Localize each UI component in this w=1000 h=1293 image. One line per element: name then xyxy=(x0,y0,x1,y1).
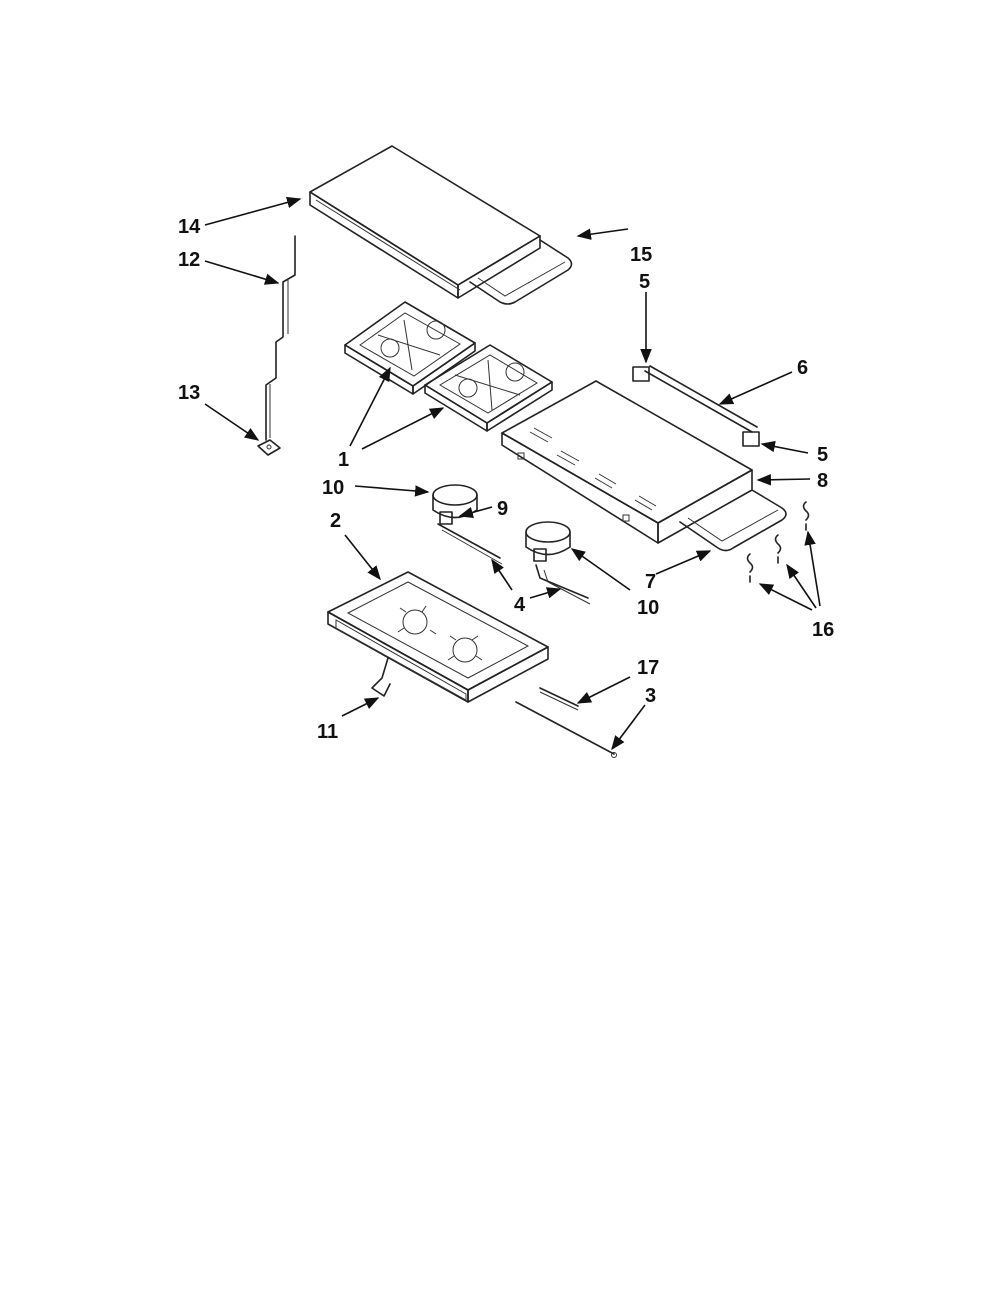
leader-lines xyxy=(204,196,821,751)
rod-long-part xyxy=(515,701,617,758)
callout-1: 1 xyxy=(338,449,349,471)
callout-11: 11 xyxy=(317,721,338,743)
callout-9: 9 xyxy=(497,498,508,520)
grate-right-part xyxy=(424,344,553,432)
callout-5-bottom: 5 xyxy=(817,444,828,466)
callout-15: 15 xyxy=(630,244,652,266)
front-handle-part xyxy=(679,489,787,552)
callout-2: 2 xyxy=(330,510,341,532)
end-cap-bottom-part xyxy=(742,431,760,447)
burner-box-part xyxy=(501,380,753,544)
callout-6: 6 xyxy=(797,357,808,379)
seal-strip-part xyxy=(265,235,296,441)
callout-labels: 14 12 13 15 5 6 5 8 1 10 9 2 4 10 7 16 1… xyxy=(178,216,834,743)
callout-17: 17 xyxy=(637,657,659,679)
cover-lid-part xyxy=(309,145,541,299)
callout-7: 7 xyxy=(645,571,656,593)
grate-left-part xyxy=(344,301,476,395)
callout-5-top: 5 xyxy=(639,271,650,293)
burner-base-part xyxy=(327,571,549,703)
hook-parts xyxy=(746,501,810,583)
rod-short-part xyxy=(539,687,579,711)
clip-part xyxy=(257,439,281,456)
callout-12: 12 xyxy=(178,249,200,271)
callout-3: 3 xyxy=(645,685,656,707)
callout-8: 8 xyxy=(817,470,828,492)
callout-14: 14 xyxy=(178,216,201,238)
valve-right-part xyxy=(525,521,591,605)
cover-handle-part xyxy=(469,239,573,305)
callout-10-left: 10 xyxy=(322,477,344,499)
callout-4: 4 xyxy=(514,594,526,616)
callout-10-right: 10 xyxy=(637,597,659,619)
callout-16: 16 xyxy=(812,619,834,641)
callout-13: 13 xyxy=(178,382,200,404)
valve-left-part xyxy=(432,484,503,565)
end-cap-top-part xyxy=(632,366,650,382)
rear-rail-part xyxy=(632,365,760,447)
bracket-part xyxy=(371,657,391,697)
